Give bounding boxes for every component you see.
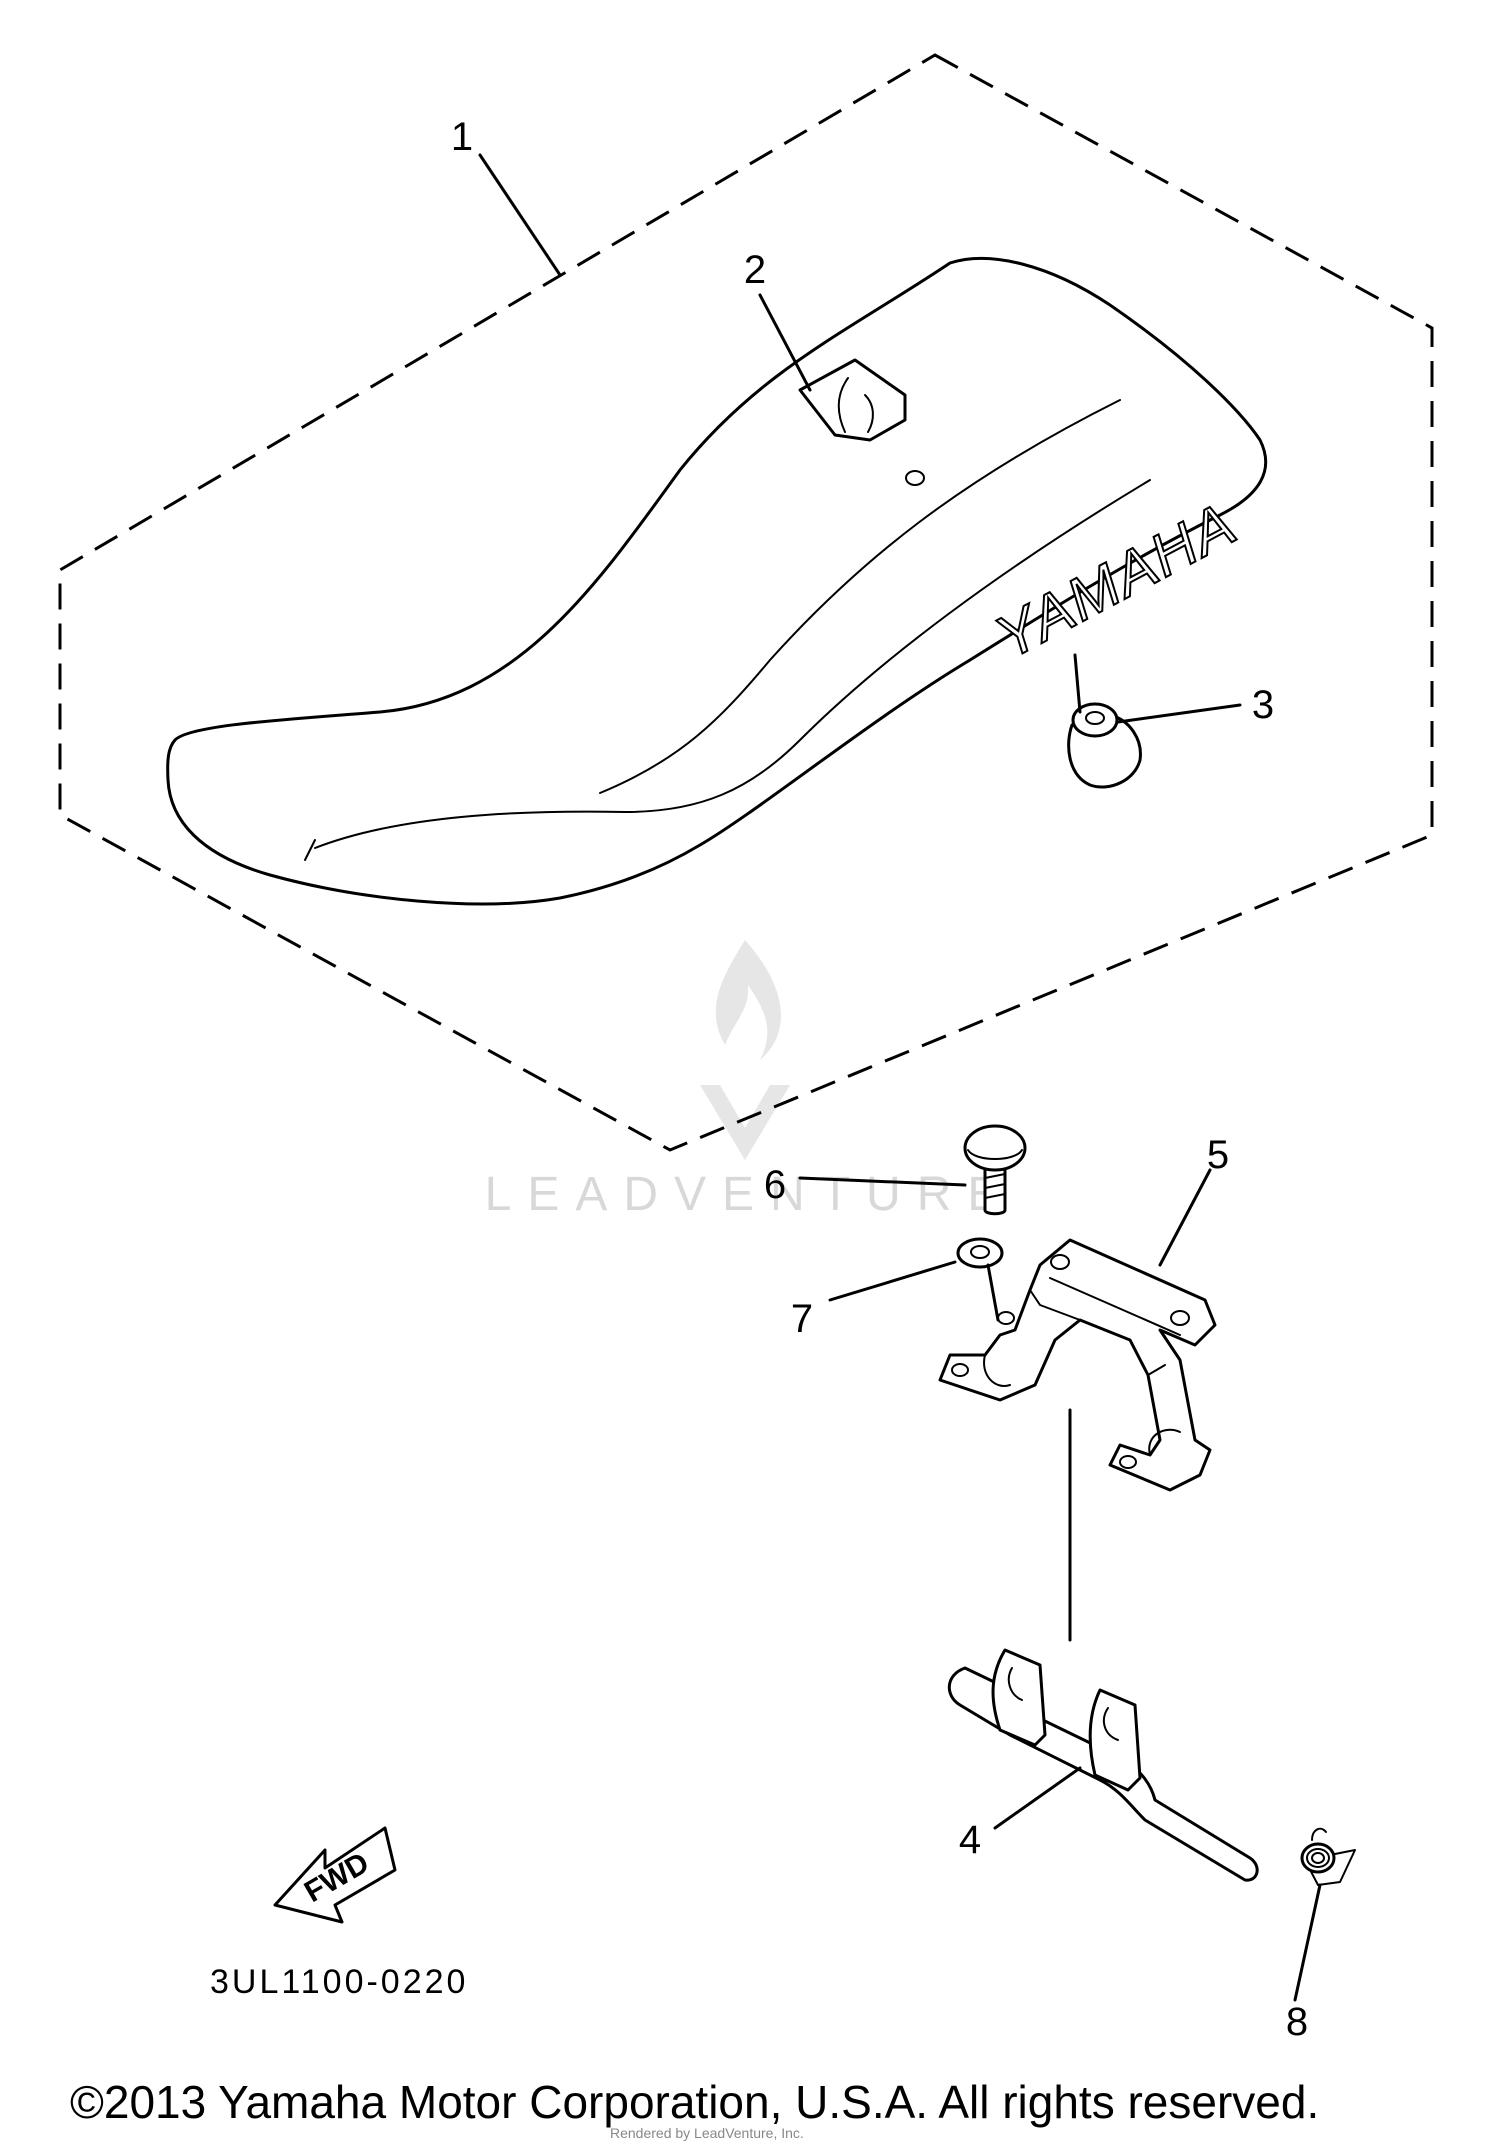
callout-5: 5: [1207, 1133, 1229, 1177]
callout-6: 6: [764, 1163, 786, 1207]
callout-4: 4: [959, 1818, 981, 1862]
callout-7: 7: [791, 1297, 813, 1341]
damper: [1067, 702, 1142, 789]
callout-8: 8: [1286, 2000, 1308, 2044]
seat: YAMAHA: [166, 256, 1268, 906]
watermark-v-icon: [700, 1085, 790, 1160]
callout-3: 3: [1252, 683, 1274, 727]
bolt: [963, 1124, 1027, 1216]
rendered-by-note: Rendered by LeadVenture, Inc.: [610, 2125, 804, 2141]
callout-2: 2: [744, 248, 766, 292]
bracket: [938, 1238, 1217, 1492]
leader-lines: [478, 153, 1322, 2002]
diagram-code: 3UL1100-0220: [210, 1963, 468, 2001]
watermark-text: LEADVENTURE: [485, 1168, 1016, 1221]
washer: [956, 1237, 1004, 1322]
spring: [1300, 1827, 1356, 1886]
forward-arrow: FWD: [273, 1826, 397, 1924]
latch: [947, 1648, 1259, 1882]
copyright-notice: ©2013 Yamaha Motor Corporation, U.S.A. A…: [70, 2076, 1319, 2128]
callout-1: 1: [451, 115, 473, 159]
seat-assembly-boundary: [58, 53, 1434, 1152]
callouts: 1 2 3 4 5 6 7 8: [451, 115, 1308, 2044]
watermark: LEADVENTURE: [485, 940, 1016, 1221]
watermark-flame-icon: [715, 940, 781, 1060]
